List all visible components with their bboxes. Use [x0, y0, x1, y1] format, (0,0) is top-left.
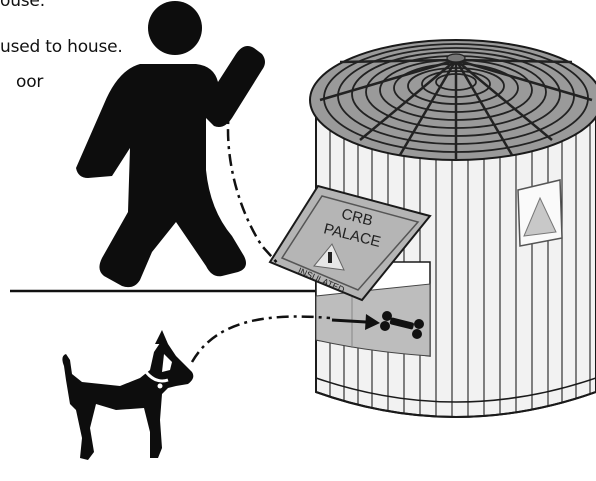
dog-silhouette — [62, 330, 193, 460]
person-silhouette — [76, 1, 265, 287]
dog-house: CRB PALACE INSULATED — [270, 40, 596, 420]
side-vent — [518, 180, 562, 246]
dog-motion-path — [192, 317, 330, 362]
